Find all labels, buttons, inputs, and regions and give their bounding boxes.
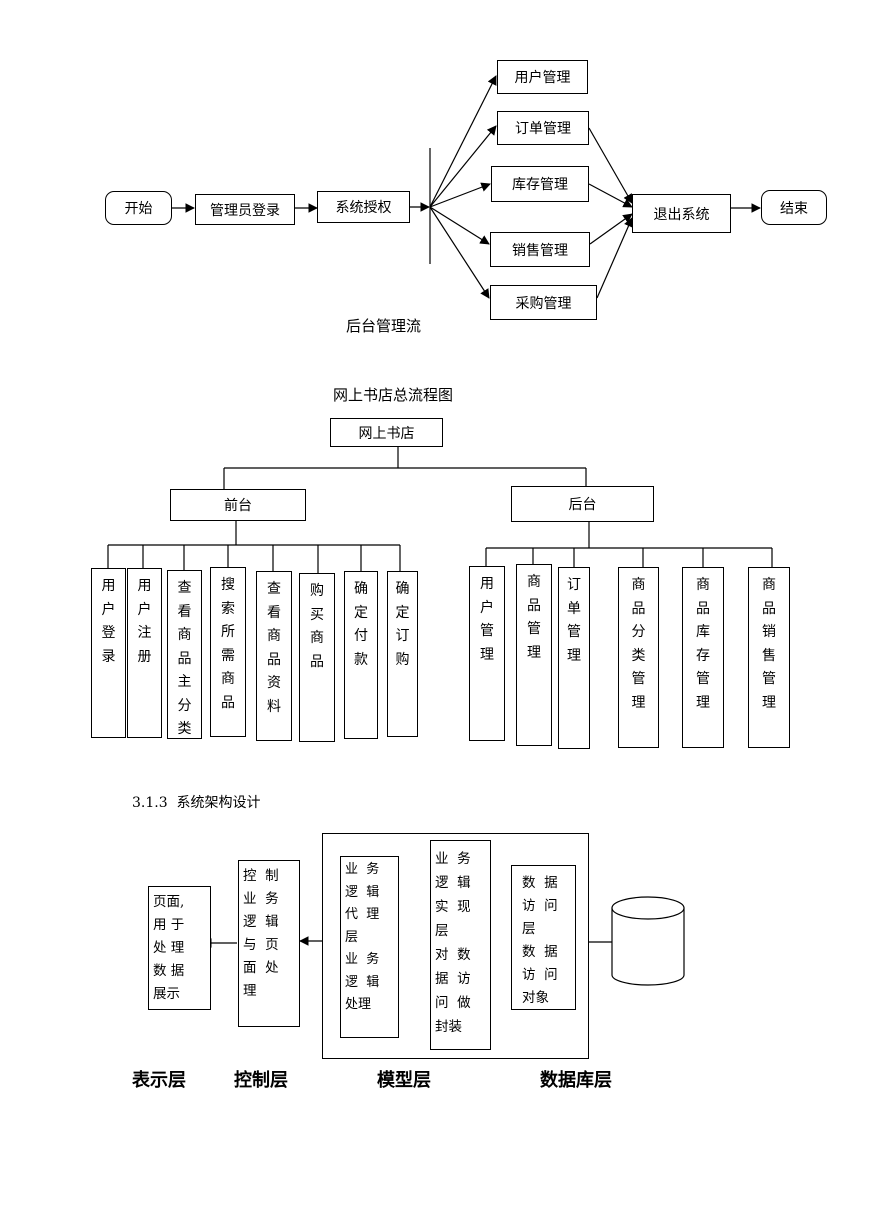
tree-title: 网上书店总流程图 — [333, 386, 454, 404]
system-auth-node: 系统授权 — [317, 191, 410, 223]
front-item-label: 搜索所需商品 — [221, 577, 235, 711]
back-item-label: 商品销售管理 — [762, 577, 776, 711]
start-node: 开始 — [105, 191, 172, 225]
exit-system-node: 退出系统 — [632, 194, 731, 233]
front-item: 购买商品 — [299, 573, 335, 742]
tree-front-node: 前台 — [170, 489, 306, 521]
front-item: 确定付款 — [344, 571, 378, 739]
admin-login-node: 管理员登录 — [195, 194, 295, 225]
front-item: 查看商品资料 — [256, 571, 292, 741]
front-item-label: 确定付款 — [354, 581, 368, 668]
arrow-purchase-exit — [596, 217, 633, 299]
back-item: 订单管理 — [558, 567, 590, 749]
front-item: 用户注册 — [127, 568, 162, 738]
back-item-label: 商品分类管理 — [631, 577, 646, 711]
arrow-sales-mgmt — [429, 206, 490, 245]
arrow-order-mgmt — [429, 125, 497, 208]
end-node: 结束 — [761, 190, 827, 225]
layer-label-control: 控制层 — [234, 1070, 288, 1091]
view-layer-box: 页面, 用 于 处 理 数 据 展示 — [148, 886, 211, 1010]
layer-label-database: 数据库层 — [540, 1070, 612, 1091]
tree-root-node: 网上书店 — [330, 418, 443, 447]
front-item-label: 用户登录 — [101, 578, 116, 665]
tree-back-node: 后台 — [511, 486, 654, 522]
purchase-mgmt-node: 采购管理 — [490, 285, 597, 320]
front-item-label: 查看商品主分类 — [177, 580, 192, 737]
control-layer-box: 控 制 业 务 逻 辑 与 页 面 处 理 — [238, 860, 300, 1027]
layer-label-view: 表示层 — [132, 1070, 186, 1091]
order-mgmt-node: 订单管理 — [497, 111, 589, 145]
back-item-label: 用户管理 — [480, 576, 494, 663]
front-item-label: 确定订购 — [395, 581, 410, 668]
arrow-sales-exit — [589, 213, 633, 245]
arrow-purchase-mgmt — [429, 206, 490, 299]
front-item: 搜索所需商品 — [210, 567, 246, 737]
business-proxy-box: 业 务 逻 辑 代 理 层 业 务 逻 辑 处理 — [340, 856, 399, 1038]
front-item-label: 查看商品资料 — [267, 581, 281, 715]
back-item-label: 订单管理 — [567, 577, 581, 664]
front-item-label: 用户注册 — [137, 578, 152, 665]
arrow-stock-mgmt — [429, 182, 491, 208]
business-impl-box: 业 务 逻 辑 实 现 层 对 数 据 访 问 做 封装 — [430, 840, 491, 1050]
back-item: 商品管理 — [516, 564, 552, 746]
arrow-user-mgmt — [429, 75, 497, 208]
dao-layer-box: 数 据 访 问 层 数 据 访 问 对象 — [511, 865, 576, 1010]
stock-mgmt-node: 库存管理 — [491, 166, 589, 202]
section-heading: 3.1.3 系统架构设计 — [132, 795, 261, 811]
sales-mgmt-node: 销售管理 — [490, 232, 590, 267]
back-item: 商品库存管理 — [682, 567, 724, 748]
front-item-label: 购买商品 — [310, 583, 324, 670]
front-item: 确定订购 — [387, 571, 418, 737]
back-item: 用户管理 — [469, 566, 505, 741]
arrow-stock-exit — [588, 183, 633, 208]
flow-caption: 后台管理流 — [346, 317, 422, 335]
user-mgmt-node: 用户管理 — [497, 60, 588, 94]
front-item: 查看商品主分类 — [167, 570, 202, 739]
arrow-order-exit — [588, 127, 633, 204]
back-item-label: 商品管理 — [527, 574, 541, 661]
back-item: 商品分类管理 — [618, 567, 659, 748]
database-cylinder-icon — [611, 896, 685, 986]
back-item: 商品销售管理 — [748, 567, 790, 748]
layer-label-model: 模型层 — [377, 1070, 431, 1091]
front-item: 用户登录 — [91, 568, 126, 738]
back-item-label: 商品库存管理 — [696, 577, 710, 711]
